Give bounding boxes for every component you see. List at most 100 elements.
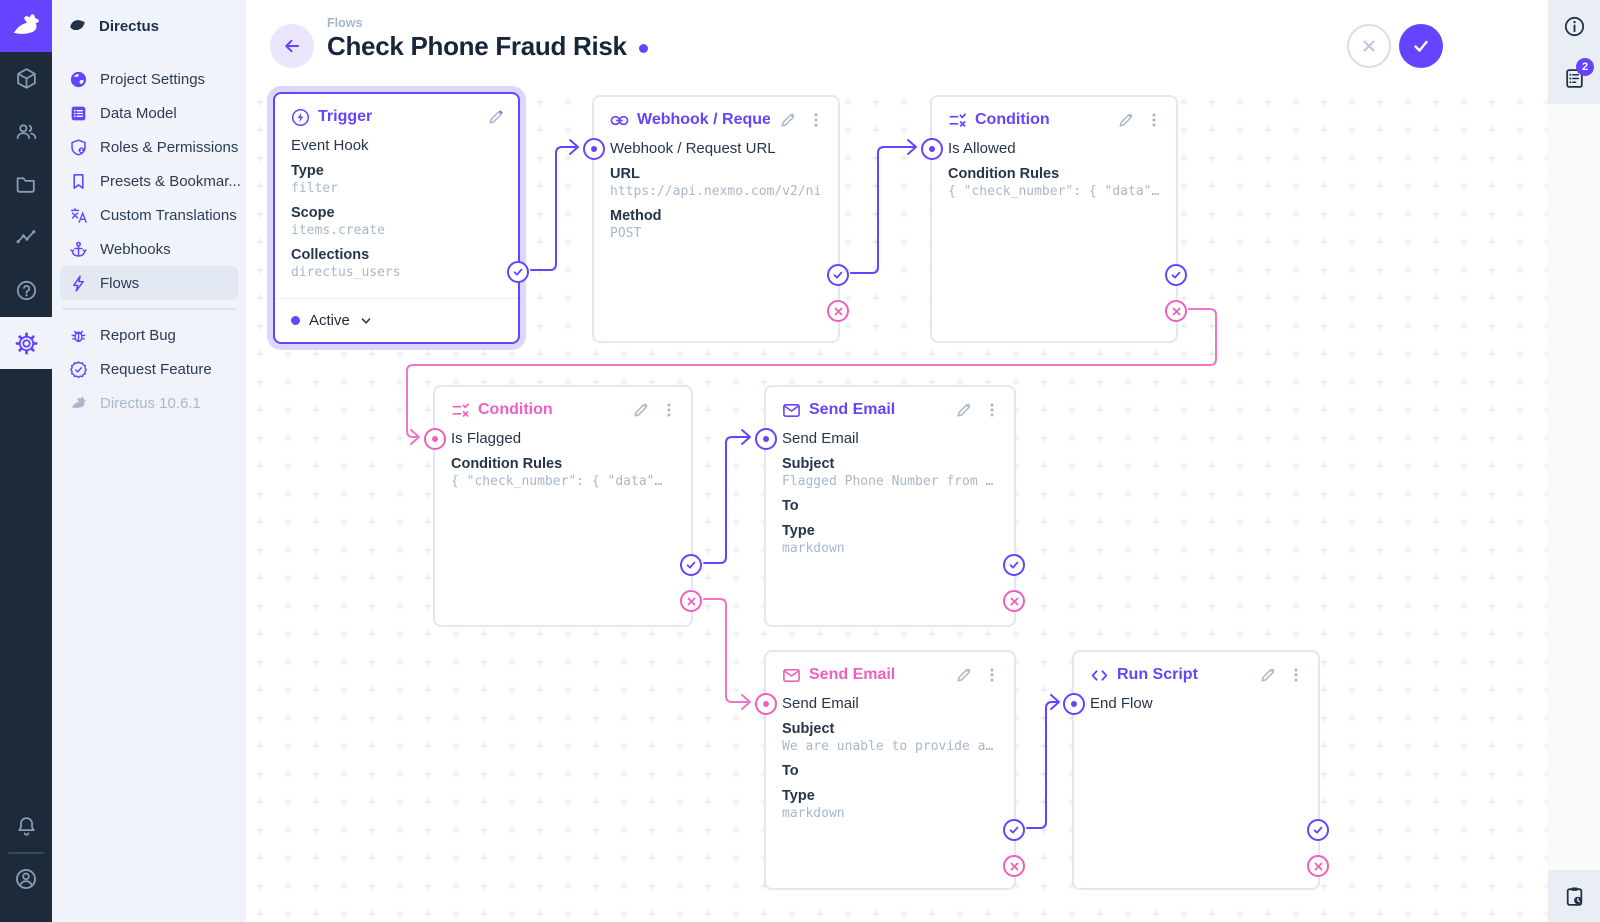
kebab-menu-icon[interactable] (1286, 665, 1306, 685)
version-label: Directus 10.6.1 (100, 394, 201, 412)
back-button[interactable] (270, 24, 314, 68)
field-value: { "check_number": { "data"… (948, 184, 1160, 199)
condition-rule-icon (948, 111, 967, 130)
sidebar-item-custom-translations[interactable]: Custom Translations (52, 198, 246, 232)
log-list-icon (1565, 68, 1583, 88)
directus-logo[interactable] (0, 0, 52, 52)
kebab-menu-icon[interactable] (982, 665, 1002, 685)
sidebar-item-webhooks[interactable]: Webhooks (52, 232, 246, 266)
clipboard-clock-icon (1566, 887, 1582, 906)
flow-node-run-script[interactable]: Run Script End Flow (1063, 650, 1329, 890)
reject-connector[interactable] (680, 590, 702, 612)
resolve-connector[interactable] (1003, 819, 1025, 841)
sidebar-item-label: Webhooks (100, 240, 171, 258)
field-value: items.create (291, 223, 385, 238)
input-connector[interactable] (755, 428, 777, 450)
edit-icon[interactable] (631, 400, 651, 420)
edit-icon[interactable] (1258, 665, 1278, 685)
operation-name: Webhook / Request URL (610, 140, 776, 157)
input-connector[interactable] (921, 138, 943, 160)
revisions-button[interactable] (1548, 870, 1600, 922)
resolve-connector[interactable] (827, 264, 849, 286)
flow-status-dropdown[interactable]: Active (275, 298, 518, 342)
reject-connector[interactable] (1165, 300, 1187, 322)
kebab-menu-icon[interactable] (806, 110, 826, 130)
resolve-connector[interactable] (507, 261, 529, 283)
input-connector[interactable] (755, 693, 777, 715)
module-settings[interactable] (0, 317, 52, 369)
flow-status-label: Active (309, 312, 350, 329)
field-label: Condition Rules (451, 456, 563, 472)
sidebar-item-label: Project Settings (100, 70, 206, 88)
edit-icon[interactable] (1116, 110, 1136, 130)
info-sidebar-button[interactable] (1548, 0, 1600, 52)
user-menu-button[interactable] (0, 853, 52, 905)
chevron-down-icon (361, 317, 371, 324)
module-insights[interactable] (0, 211, 52, 263)
sidebar-item-project-settings[interactable]: Project Settings (52, 62, 246, 96)
reject-connector[interactable] (1003, 855, 1025, 877)
sidebar-item-request-feature[interactable]: Request Feature (52, 352, 246, 386)
notifications-button[interactable] (0, 800, 52, 852)
operation-name: Is Allowed (948, 140, 1016, 157)
sidebar-item-label: Roles & Permissions (100, 138, 239, 156)
module-files[interactable] (0, 158, 52, 210)
rabbit-icon (68, 393, 88, 413)
resolve-connector[interactable] (680, 554, 702, 576)
resolve-connector[interactable] (1307, 819, 1329, 841)
project-icon (70, 19, 85, 30)
field-value: markdown (782, 541, 845, 556)
field-value: directus_users (291, 265, 401, 280)
node-title: Send Email (809, 401, 896, 418)
sidebar-item-roles-permissions[interactable]: Roles & Permissions (52, 130, 246, 164)
breadcrumb[interactable]: Flows (327, 16, 363, 30)
sidebar-item-label: Presets & Bookmar... (100, 172, 241, 190)
module-bar-divider (8, 852, 44, 854)
input-connector[interactable] (1063, 693, 1085, 715)
activity-log-button[interactable]: 2 (1548, 52, 1600, 104)
input-connector[interactable] (583, 138, 605, 160)
kebab-menu-icon[interactable] (1144, 110, 1164, 130)
rabbit-logo-icon (13, 14, 39, 34)
shield-icon (68, 137, 88, 157)
kebab-menu-icon[interactable] (659, 400, 679, 420)
discard-button[interactable] (1347, 24, 1391, 68)
reject-connector[interactable] (1307, 855, 1329, 877)
project-switcher[interactable]: Directus (52, 0, 246, 52)
settings-sidebar: Directus Project Settings Data Model Rol… (52, 0, 246, 922)
kebab-menu-icon[interactable] (982, 400, 1002, 420)
reject-connector[interactable] (1003, 590, 1025, 612)
field-value: Flagged Phone Number from … (782, 474, 994, 489)
module-users[interactable] (0, 105, 52, 157)
mail-icon (782, 666, 801, 685)
sidebar-item-presets-bookmarks[interactable]: Presets & Bookmar... (52, 164, 246, 198)
resolve-connector[interactable] (1003, 554, 1025, 576)
field-label: Subject (782, 456, 835, 472)
flow-node-condition-flagged[interactable]: Condition Is Flagged Condition Rules{ "c… (424, 385, 702, 627)
module-docs[interactable] (0, 264, 52, 316)
edit-icon[interactable] (486, 107, 506, 127)
node-title: Webhook / Request URL (637, 111, 770, 128)
resolve-connector[interactable] (1165, 264, 1187, 286)
sidebar-item-data-model[interactable]: Data Model (52, 96, 246, 130)
edit-icon[interactable] (778, 110, 798, 130)
list-box-icon (68, 103, 88, 123)
page-title: Check Phone Fraud Risk (327, 31, 627, 61)
sidebar-item-label: Data Model (100, 104, 177, 122)
field-value: filter (291, 181, 338, 196)
reject-connector[interactable] (827, 300, 849, 322)
flow-node-condition-allowed[interactable]: Condition Is Allowed Condition Rules{ "c… (921, 95, 1187, 343)
edit-icon[interactable] (954, 400, 974, 420)
save-button[interactable] (1399, 24, 1443, 68)
sidebar-item-flows[interactable]: Flows (60, 266, 238, 300)
edit-icon[interactable] (954, 665, 974, 685)
anchor-icon (68, 239, 88, 259)
flow-node-webhook[interactable]: Webhook / Request URL Webhook / Request … (583, 95, 849, 343)
close-icon (1363, 40, 1375, 52)
module-content[interactable] (0, 52, 52, 104)
sidebar-item-report-bug[interactable]: Report Bug (52, 318, 246, 352)
input-connector[interactable] (424, 428, 446, 450)
